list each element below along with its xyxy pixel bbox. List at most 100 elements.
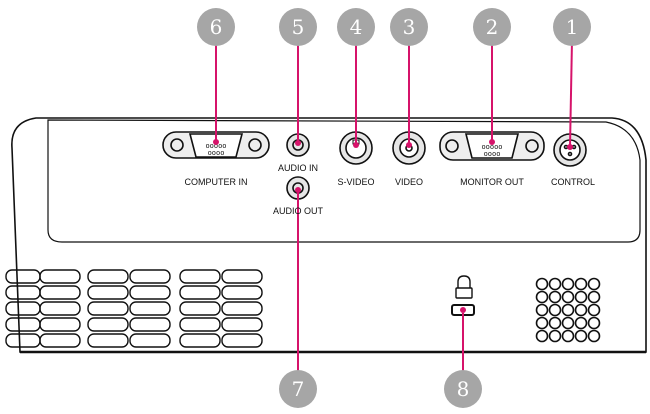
leader-end-dot: [489, 139, 495, 145]
vent-slot: [87, 317, 129, 332]
control-pin: [567, 151, 573, 157]
padlock-icon: [455, 275, 473, 299]
vga-screw: [525, 139, 539, 153]
leader-end-dot: [295, 187, 301, 193]
vent-slot: [87, 285, 129, 300]
vent-slot: [221, 301, 263, 316]
callout-number: 3: [403, 15, 416, 39]
vent-slot: [87, 333, 129, 348]
callout-circle: [390, 8, 428, 46]
vent-slot: [179, 285, 221, 300]
vent-slot: [221, 317, 263, 332]
callout-circle: [279, 8, 317, 46]
audio-in-label: AUDIO IN: [278, 163, 318, 173]
vga-pins: ooooo: [205, 142, 226, 150]
speaker-hole: [561, 316, 575, 330]
vent-slot: [221, 269, 263, 284]
vent-slot: [179, 269, 221, 284]
audio-out-label: AUDIO OUT: [273, 206, 324, 216]
speaker-hole: [561, 290, 575, 304]
monitor-out-port: ooooo oooo: [439, 131, 545, 161]
control-label: CONTROL: [551, 177, 595, 187]
callout-1: 1: [553, 8, 591, 46]
speaker-hole: [561, 277, 575, 291]
vga-screw: [445, 139, 459, 153]
speaker-grille: [535, 277, 601, 343]
speaker-hole: [548, 316, 562, 330]
vent-slot: [39, 301, 81, 316]
speaker-hole: [561, 303, 575, 317]
speaker-hole: [574, 303, 588, 317]
leader-line-ends: [213, 139, 573, 313]
speaker-hole: [548, 303, 562, 317]
speaker-hole: [561, 329, 575, 343]
callout-circle: [279, 370, 317, 408]
speaker-hole: [574, 277, 588, 291]
callout-circle: [197, 8, 235, 46]
speaker-hole: [587, 303, 601, 317]
callout-5: 5: [279, 8, 317, 46]
leader-lines: [215, 39, 573, 372]
leader-end-dot: [213, 139, 219, 145]
speaker-hole: [587, 329, 601, 343]
callout-8: 8: [444, 370, 482, 408]
monitor-out-label: MONITOR OUT: [460, 177, 524, 187]
vent-slot: [39, 285, 81, 300]
vga-pins: oooo: [208, 149, 225, 157]
s-video-label: S-VIDEO: [337, 177, 374, 187]
vga-pins: oooo: [484, 150, 501, 158]
callout-4: 4: [337, 8, 375, 46]
projector-body: [11, 117, 647, 354]
speaker-hole: [535, 303, 549, 317]
speaker-hole: [535, 329, 549, 343]
vga-screw: [248, 138, 262, 152]
padlock-body: [455, 287, 473, 299]
vent-slot: [39, 269, 81, 284]
vent-slot: [87, 269, 129, 284]
computer-in-label: COMPUTER IN: [185, 177, 248, 187]
vent-slot: [179, 317, 221, 332]
callout-number: 5: [292, 15, 305, 39]
leader-end-dot: [295, 140, 301, 146]
callout-6: 6: [197, 8, 235, 46]
speaker-hole: [574, 329, 588, 343]
callout-number: 7: [292, 377, 305, 401]
callout-number: 6: [210, 15, 223, 39]
callout-3: 3: [390, 8, 428, 46]
vent-slot: [221, 333, 263, 348]
callout-number: 1: [566, 15, 579, 39]
speaker-hole: [548, 277, 562, 291]
speaker-hole: [548, 290, 562, 304]
leader-end-dot: [567, 144, 573, 150]
video-label: VIDEO: [395, 177, 423, 187]
callout-circle: [337, 8, 375, 46]
vga-screw: [170, 138, 184, 152]
speaker-hole: [548, 329, 562, 343]
vent-grille: [5, 269, 263, 348]
speaker-hole: [535, 316, 549, 330]
vga-shell: [188, 133, 244, 158]
vent-slot: [39, 333, 81, 348]
callout-circle: [473, 8, 511, 46]
leader-end-dot: [353, 142, 359, 148]
speaker-hole: [574, 316, 588, 330]
vent-slot: [179, 301, 221, 316]
speaker-hole: [574, 290, 588, 304]
callout-number: 2: [486, 15, 499, 39]
vga-shell: [464, 133, 520, 159]
leader-end-dot: [406, 142, 412, 148]
vga-pins: ooooo: [481, 143, 502, 151]
callout-7: 7: [279, 370, 317, 408]
leader-line-1: [569, 39, 573, 148]
vent-slot: [129, 333, 171, 348]
vent-slot: [129, 285, 171, 300]
vent-slot: [179, 333, 221, 348]
vent-slot: [129, 317, 171, 332]
callout-circle: [444, 370, 482, 408]
vent-slot: [39, 317, 81, 332]
callout-number: 4: [350, 15, 363, 39]
speaker-hole: [535, 277, 549, 291]
speaker-hole: [587, 277, 601, 291]
vent-slot: [87, 301, 129, 316]
speaker-hole: [587, 316, 601, 330]
